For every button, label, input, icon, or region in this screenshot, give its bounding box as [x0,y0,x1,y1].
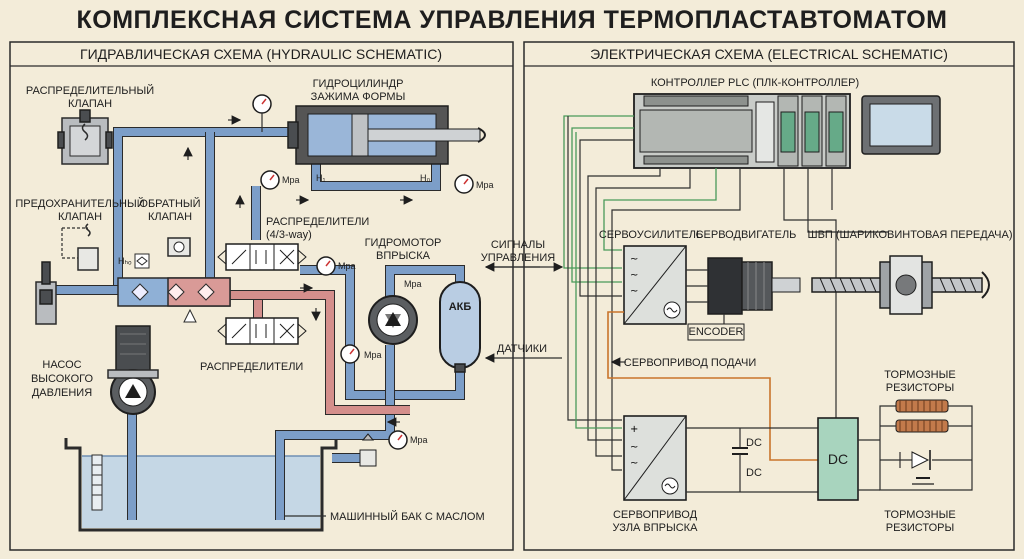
pressure-gauge-icon [454,174,474,194]
check-valve-label-2: КЛАПАН [148,211,192,223]
motor-label-2: ВПРЫСКА [376,250,431,262]
cylinder-label-2: ЗАЖИМА ФОРМЫ [311,91,406,103]
mpa-label: Мpa [282,175,300,185]
distributors-label-1: РАСПРЕДЕЛИТЕЛИ [266,216,369,228]
ballscrew-icon [811,255,990,315]
dc-bus-wires [686,427,818,493]
mpa-label: Мpa [410,435,428,445]
pressure-gauge-icon [260,170,280,190]
h1-label: H₁ [316,173,326,183]
relief-valve-label-2: КЛАПАН [58,211,102,223]
brake-resistor-icon [858,399,973,491]
brake-top-label-1: ТОРМОЗНЫЕ [884,369,955,381]
directional-valve-icon [217,243,307,271]
brake-top-label-2: РЕЗИСТОРЫ [886,382,954,394]
pump-label-1: НАСОС [42,359,81,371]
mpa-label: Мpa [364,350,382,360]
hydraulic-motor-icon [368,295,418,345]
svg-text:~: ~ [630,286,638,297]
motor-label-1: ГИДРОМОТОР [365,237,442,249]
pressure-gauge-icon [340,344,360,364]
distributive-valve-icon [57,109,113,165]
clamp-cylinder-icon [287,105,486,165]
encoder-label: ENCODER [688,326,743,338]
brake-bot-label-1: ТОРМОЗНЫЕ [884,509,955,521]
dc-label-2: DC [746,467,762,479]
mpa-label: Мpa [404,279,422,289]
pressure-gauge-icon [316,256,336,276]
injection-servo-icon: + ~ ~ [623,415,687,501]
inj-servo-label-1: СЕРВОПРИВОД [613,509,698,521]
accumulator-label: АКБ [449,301,472,313]
control-wires [563,115,888,471]
h-ho-label: Hₕₒ [118,256,132,266]
inj-servo-label-2: УЗЛА ВПРЫСКА [613,522,699,534]
servo-motor-label: СЕРВОДВИГАТЕЛЬ [696,229,797,241]
distributors-label-2: (4/3-way) [266,229,312,241]
ballscrew-label: ШВП (ШАРИКОВИНТОВАЯ ПЕРЕДАЧА) [808,229,1013,241]
manifold-block [117,277,231,323]
servo-motor-icon [707,257,801,315]
plc-controller-icon [633,93,851,169]
brake-bot-label-2: РЕЗИСТОРЫ [886,522,954,534]
feed-servo-label: СЕРВОПРИВОД ПОДАЧИ [624,357,756,369]
svg-text:~: ~ [630,442,638,453]
hydraulic-header: ГИДРАВЛИЧЕСКАЯ СХЕМА (HYDRAULIC SCHEMATI… [80,46,442,62]
page-title: КОМПЛЕКСНАЯ СИСТЕМА УПРАВЛЕНИЯ ТЕРМОПЛАС… [76,6,947,34]
directional-valve-icon [217,317,307,345]
cylinder-label-1: ГИДРОЦИЛИНДР [313,78,404,90]
relief-valve-icon [35,223,99,325]
signals-label-1: СИГНАЛЫ [491,239,545,251]
dist-valve-label-2: КЛАПАН [68,98,112,110]
svg-text:+: + [630,424,638,435]
pump-label-3: ДАВЛЕНИЯ [32,387,92,399]
svg-text:~: ~ [630,270,638,281]
check-valve-label-1: ОБРАТНЫЙ [139,197,200,210]
pressure-gauge-icon [388,430,408,450]
svg-text:~: ~ [630,458,638,469]
signals-label-2: УПРАВЛЕНИЯ [481,252,555,264]
dc-module [817,417,859,501]
dc-box-label: DC [828,451,848,467]
svg-text:~: ~ [630,254,638,265]
pump-icon [107,325,159,415]
sensors-label: ДАТЧИКИ [497,343,547,355]
mpa-label: Мpa [476,180,494,190]
tank-label: МАШИННЫЙ БАК С МАСЛОМ [330,510,485,523]
dc-label-1: DC [746,437,762,449]
relief-valve-label-1: ПРЕДОХРАНИТЕЛЬНЫЙ [15,197,144,210]
check-valve-icon [134,237,191,269]
plc-label: КОНТРОЛЛЕР PLC (ПЛК-КОНТРОЛЛЕР) [651,77,859,89]
h0-label: H₀ [420,173,430,183]
distributors-label-bottom: РАСПРЕДЕЛИТЕЛИ [200,361,303,373]
pump-label-2: ВЫСОКОГО [31,373,94,385]
servo-amplifier-icon: ~ ~ ~ [623,245,687,325]
pressure-gauge-icon [252,94,272,132]
electrical-header: ЭЛЕКТРИЧЕСКАЯ СХЕМА (ELECTRICAL SCHEMATI… [590,46,948,62]
accumulator-icon [439,281,481,373]
hydraulic-panel [9,41,514,551]
filter-icon [359,433,377,467]
mpa-label: Мpa [338,261,356,271]
electrical-panel [523,41,1015,551]
dist-valve-label-1: РАСПРЕДЕЛИТЕЛЬНЫЙ [26,84,154,97]
hmi-monitor-icon [861,95,941,155]
servo-amp-label: СЕРВОУСИЛИТЕЛЬ [599,229,703,241]
